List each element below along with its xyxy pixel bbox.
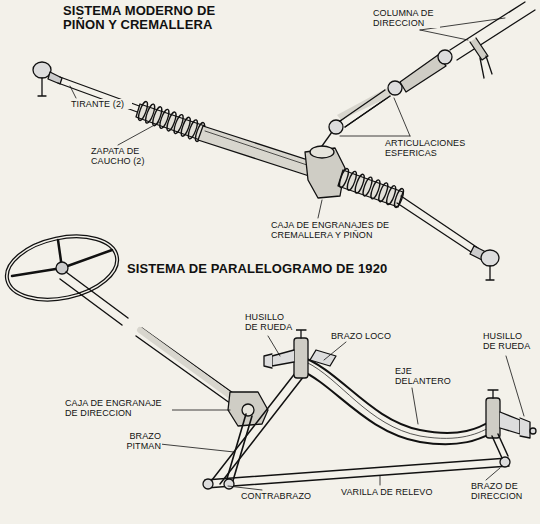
part-label: COLUMNA DE DIRECCION — [372, 8, 440, 28]
part-label: BRAZO LOCO — [330, 331, 402, 341]
part-label: HUSILLO DE RUEDA — [244, 312, 296, 332]
part-label: ARTICULACIONES ESFERICAS — [384, 138, 468, 158]
section-title: SISTEMA DE PARALELOGRAMO DE 1920 — [126, 262, 428, 276]
part-label: EJE DELANTERO — [394, 366, 448, 386]
part-label: HUSILLO DE RUEDA — [482, 331, 536, 351]
boot-ring — [361, 176, 373, 197]
part-label: VARILLA DE RELEVO — [340, 487, 452, 497]
boot-ring — [385, 185, 397, 206]
part-label: BRAZO DE DIRECCION — [470, 481, 534, 501]
part-label: TIRANTE (2) — [70, 99, 132, 109]
part-label: CAJA DE ENGRANAJE DE DIRECCION — [64, 398, 172, 418]
boot-ring — [369, 179, 381, 200]
section-title: SISTEMA MODERNO DE PIÑON Y CREMALLERA — [62, 4, 244, 32]
boot-ring — [338, 168, 350, 189]
part-label: ZAPATA DE CAUCHO (2) — [90, 146, 152, 166]
part-label: CAJA DE ENGRANAJES DE CREMALLERA Y PIÑON — [270, 220, 394, 240]
boot-ring — [377, 182, 389, 203]
part-label: BRAZO PITMAN — [104, 431, 162, 451]
boot-ring — [346, 170, 358, 191]
boot-ring — [353, 173, 365, 194]
part-label: CONTRABRAZO — [240, 491, 322, 501]
